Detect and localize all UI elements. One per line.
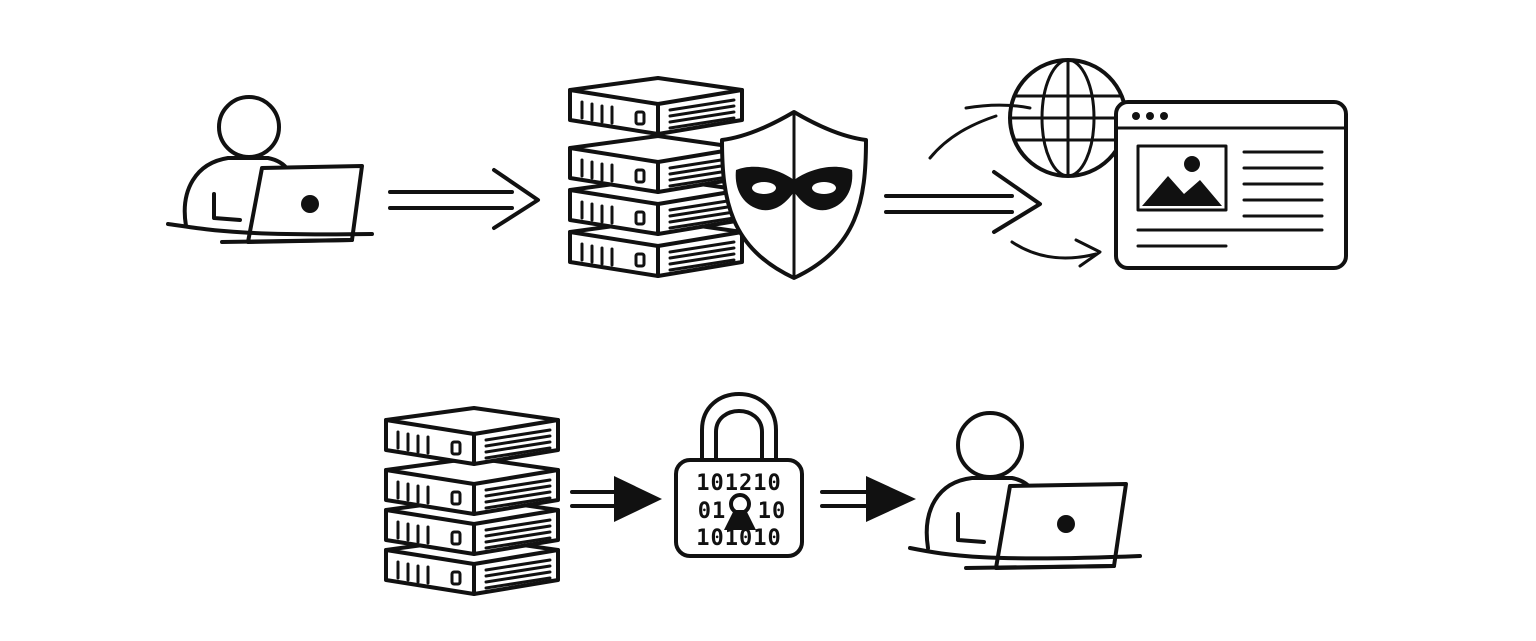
person-icon	[182, 95, 290, 228]
laptop-icon	[166, 164, 374, 244]
keyhole-icon	[724, 493, 756, 530]
laptop-icon	[908, 482, 1142, 570]
arrow-user-to-server	[388, 168, 540, 230]
arrow-lock-to-user	[820, 476, 916, 522]
motion-curves	[928, 103, 1102, 268]
lock-bits-row3: 101010	[696, 526, 781, 551]
server-icon	[384, 406, 560, 596]
server-stack-bottom	[384, 406, 560, 596]
arrow-server-to-lock	[570, 476, 662, 522]
server-stack-top	[568, 76, 744, 278]
image-icon	[1136, 144, 1228, 212]
server-icon	[568, 76, 744, 278]
browser-window-icon	[1114, 100, 1348, 270]
globe	[1008, 58, 1128, 178]
padlock-icon: 101210 01 10 101010	[674, 392, 804, 558]
lock-bits-row1: 101210	[696, 471, 781, 496]
shield-mask-icon	[720, 110, 868, 280]
anonymity-shield	[720, 110, 868, 280]
globe-icon	[1008, 58, 1128, 178]
encrypted-lock: 101210 01 10 101010	[674, 392, 804, 558]
user-at-laptop-bottom	[908, 411, 1142, 570]
user-at-laptop-top	[166, 95, 374, 244]
lock-bits-row2-left: 01	[698, 499, 727, 524]
web-page	[1114, 100, 1348, 270]
lock-bits-row2-right: 10	[758, 499, 787, 524]
arrow-shield-to-web	[884, 170, 1042, 234]
